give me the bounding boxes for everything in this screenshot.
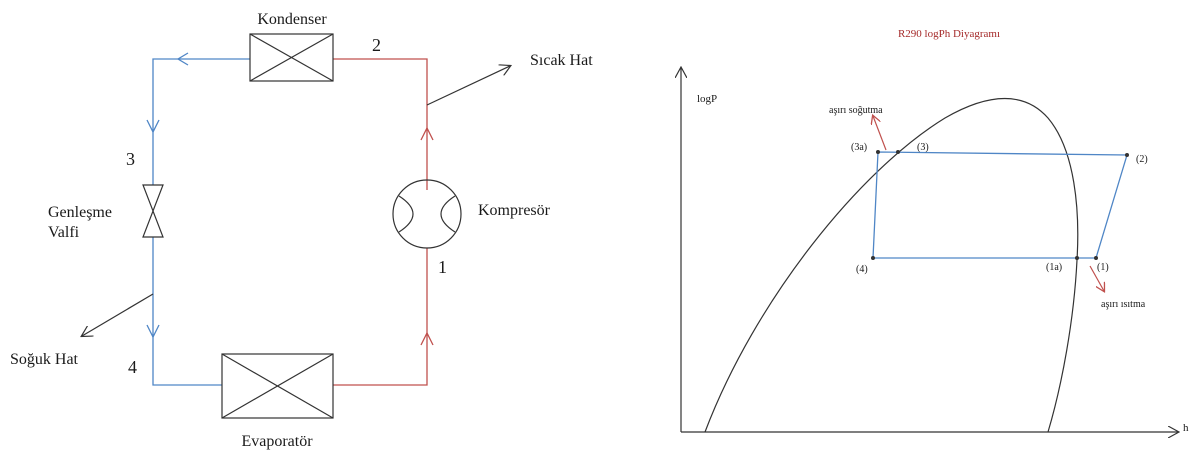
subcooling-arrow — [873, 116, 887, 151]
state-label-2: (2) — [1136, 154, 1148, 165]
flow-arrow-left — [176, 52, 189, 66]
x-axis-label: h — [1183, 422, 1189, 434]
evaporator-label: Evaporatör — [241, 433, 313, 450]
y-axis-label: logP — [697, 93, 717, 105]
valve-label-line1: Genleşme — [48, 204, 112, 221]
logph-title: R290 logPh Diyagramı — [898, 28, 1000, 40]
flow-arrow-down-upper — [146, 119, 160, 134]
state-point-3 — [896, 150, 900, 154]
expansion-valve-symbol — [142, 184, 164, 238]
point-4-label: 4 — [128, 357, 137, 377]
state-label-1a: (1a) — [1046, 262, 1062, 273]
compressor-symbol — [392, 179, 462, 249]
point-1-label: 1 — [438, 257, 447, 277]
valve-to-evaporator-line — [152, 237, 222, 386]
state-point-1a — [1075, 256, 1079, 260]
valve-label-line2: Valfi — [48, 224, 80, 241]
logph-diagram: R290 logPh Diyagramı logP h (3a) (3) (2)… — [681, 28, 1189, 434]
state-label-3: (3) — [917, 142, 929, 153]
compressor-label: Kompresör — [478, 202, 551, 219]
compressor-to-condenser-line — [333, 58, 428, 190]
superheat-label: aşırı ısıtma — [1101, 299, 1146, 310]
state-point-1 — [1094, 256, 1098, 260]
point-2-label: 2 — [372, 35, 381, 55]
cold-line-label: Soğuk Hat — [10, 351, 79, 368]
cycle-polygon — [872, 151, 1128, 259]
evaporator-to-compressor-line — [333, 248, 428, 386]
state-label-3a: (3a) — [851, 142, 867, 153]
hot-line-tap — [426, 66, 510, 106]
state-point-2 — [1125, 153, 1129, 157]
flow-arrow-up-upper — [420, 126, 434, 141]
point-3-label: 3 — [126, 149, 135, 169]
cold-line-tap — [82, 293, 154, 336]
superheat-arrow — [1089, 265, 1104, 291]
evaporator-symbol — [221, 353, 334, 419]
state-point-3a — [876, 150, 880, 154]
state-point-4 — [871, 256, 875, 260]
state-points — [871, 150, 1129, 260]
subcooling-label: aşırı soğutma — [829, 105, 883, 116]
state-label-4: (4) — [856, 264, 868, 275]
flow-arrow-up-lower — [420, 331, 434, 346]
condenser-outlet-line — [152, 58, 250, 185]
condenser-label: Kondenser — [257, 11, 327, 28]
condenser-symbol — [249, 33, 334, 82]
hot-line-label: Sıcak Hat — [530, 52, 593, 69]
flow-arrow-down-lower — [146, 324, 160, 339]
saturation-dome — [704, 97, 1079, 433]
refrigeration-cycle: Kondenser Evaporatör Kompresör Genleşme … — [10, 11, 593, 450]
state-label-1: (1) — [1097, 262, 1109, 273]
